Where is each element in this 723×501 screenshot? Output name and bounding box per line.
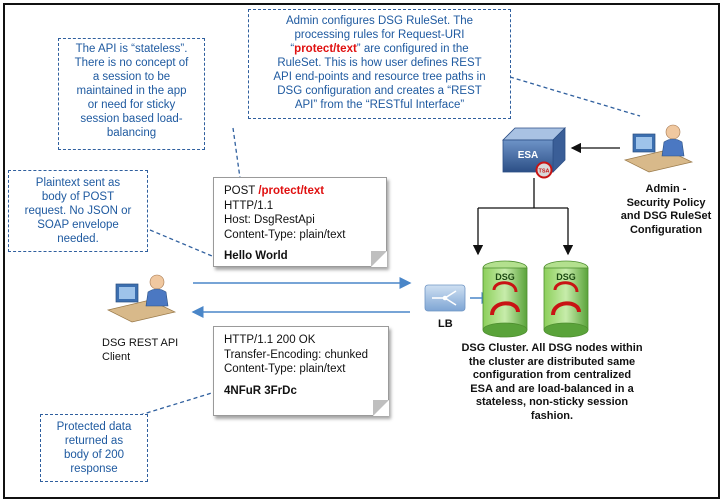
esa-server-icon: ESA TSA xyxy=(502,127,566,179)
note-line: returned as xyxy=(64,435,124,447)
lb-label: LB xyxy=(438,318,453,330)
note-line: request. No JSON or xyxy=(24,205,132,217)
page-fold-icon xyxy=(371,251,387,267)
note-line: DSG configuration and creates a “REST xyxy=(277,85,482,97)
esa-badge-icon xyxy=(535,161,553,179)
note-line: or need for sticky xyxy=(87,99,176,111)
label-line: Client xyxy=(102,350,131,363)
note-line: The API is “stateless”. xyxy=(75,43,188,55)
note-text: ” are configured in the xyxy=(356,43,469,55)
label-line: ESA and are load-balanced in a xyxy=(470,382,634,395)
note-line: Admin configures DSG RuleSet. The xyxy=(285,15,474,27)
label-line: fashion. xyxy=(530,409,574,422)
note-line: Protected data xyxy=(56,421,132,433)
response-body: 4NFuR 3FrDc xyxy=(224,384,297,397)
request-method: POST xyxy=(224,185,259,197)
client-user-icon xyxy=(106,274,177,323)
admin-user-icon xyxy=(623,124,694,173)
svg-text:ESA: ESA xyxy=(518,150,539,161)
stateless-note: The API is “stateless”. There is no conc… xyxy=(58,38,205,150)
svg-text:TSA: TSA xyxy=(539,169,550,175)
dsg-node-2-icon: DSG xyxy=(543,260,589,338)
note-line: RuleSet. This is how user defines REST xyxy=(277,57,482,69)
protected-pointer xyxy=(139,391,216,416)
request-body: Hello World xyxy=(224,250,288,262)
response-transfer-encoding-header: Transfer-Encoding: chunked xyxy=(224,348,369,361)
response-status-line: HTTP/1.1 200 OK xyxy=(224,334,316,346)
request-content-type-header: Content-Type: plain/text xyxy=(224,228,346,241)
http-request-document: POST /protect/text HTTP/1.1 Host: DsgRes… xyxy=(213,177,387,267)
response-content-type-header: Content-Type: plain/text xyxy=(224,363,346,375)
cluster-description: DSG Cluster. All DSG nodes within the cl… xyxy=(452,342,652,423)
label-line: DSG REST API xyxy=(102,337,179,349)
note-line: SOAP envelope xyxy=(37,219,119,231)
client-label: DSG REST API Client xyxy=(102,337,178,364)
note-line: Plaintext sent as xyxy=(35,177,121,189)
admin-note-pointer xyxy=(509,76,641,117)
http-response-document: HTTP/1.1 200 OK Transfer-Encoding: chunk… xyxy=(213,326,389,416)
svg-text:DSG: DSG xyxy=(556,272,576,282)
stateless-pointer xyxy=(232,127,241,179)
request-uri-highlight: protect/text xyxy=(294,43,357,55)
plaintext-note: Plaintext sent as body of POST request. … xyxy=(8,170,148,252)
note-line: session based load- xyxy=(80,113,183,125)
load-balancer-icon xyxy=(424,284,466,312)
esa-to-dsg-connector xyxy=(478,178,568,209)
label-line: Admin - xyxy=(645,183,687,195)
label-line: Security Policy xyxy=(626,196,706,209)
request-line: POST /protect/text HTTP/1.1 xyxy=(224,184,376,213)
note-line: a session to be xyxy=(92,71,171,83)
note-line: API” from the “RESTful Interface” xyxy=(294,99,465,111)
label-line: Configuration xyxy=(629,223,703,236)
note-line: body of 200 xyxy=(63,449,125,461)
protected-note: Protected data returned as body of 200 r… xyxy=(40,414,148,482)
dsg-node-1-icon: DSG xyxy=(482,260,528,338)
note-text: “ xyxy=(290,43,295,55)
plaintext-pointer xyxy=(149,229,213,257)
note-line: “protect/text” are configured in the xyxy=(253,42,506,56)
request-protocol: HTTP/1.1 xyxy=(224,199,274,212)
admin-label: Admin - Security Policy and DSG RuleSet … xyxy=(612,183,720,237)
note-line: body of POST xyxy=(41,191,115,203)
svg-text:DSG: DSG xyxy=(495,272,515,282)
note-line: processing rules for Request-URI xyxy=(294,29,465,41)
note-line: maintained in the app xyxy=(76,85,187,97)
page-fold-icon xyxy=(373,400,389,416)
admin-ruleset-note: Admin configures DSG RuleSet. The proces… xyxy=(248,9,511,119)
label-line: DSG Cluster. All DSG nodes within xyxy=(461,342,643,354)
request-host-header: Host: DsgRestApi xyxy=(224,214,315,226)
label-line: and DSG RuleSet xyxy=(620,210,712,222)
note-line: balancing xyxy=(106,127,157,139)
request-path: /protect/text xyxy=(258,185,325,197)
note-line: response xyxy=(70,463,118,475)
note-line: API end-points and resource tree paths i… xyxy=(273,71,486,83)
note-line: There is no concept of xyxy=(74,57,189,69)
note-line: needed. xyxy=(57,233,99,245)
label-line: configuration from centralized xyxy=(472,369,632,381)
label-line: the cluster are distributed same xyxy=(468,355,636,368)
label-line: stateless, non-sticky session xyxy=(475,396,629,408)
